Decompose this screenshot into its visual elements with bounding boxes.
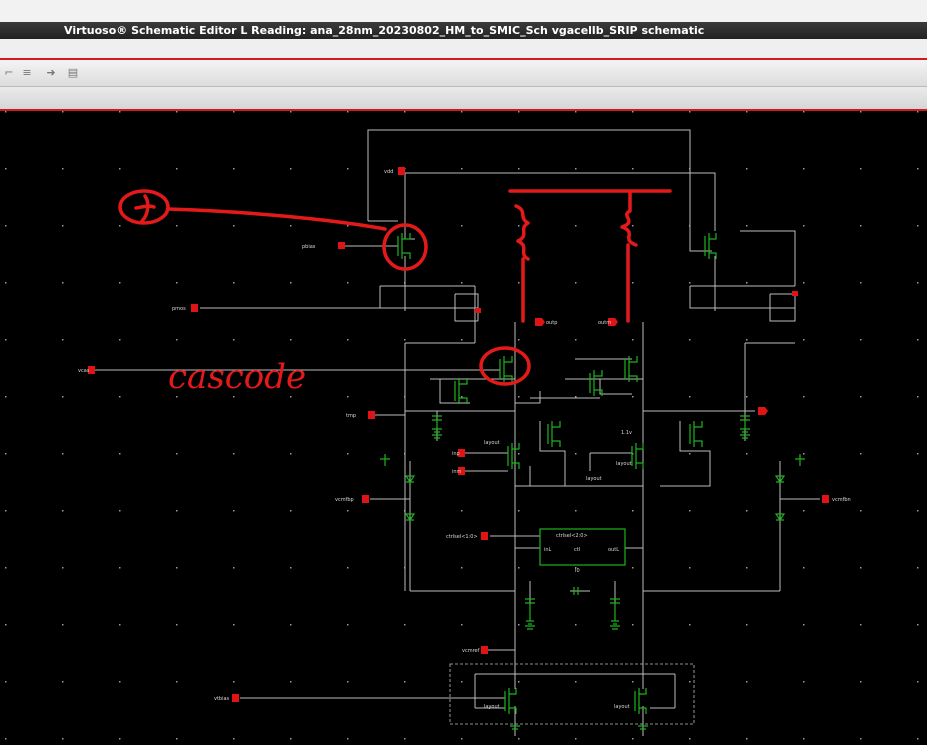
label-inm: inm (452, 469, 462, 475)
pmos-left-transistor (397, 233, 411, 259)
label-layout-2: layout (586, 476, 602, 482)
cascode-left-transistor (499, 356, 513, 382)
label-instance-name: I0 (575, 568, 580, 574)
wires (95, 129, 820, 736)
cmfb-right-transistor (689, 421, 703, 447)
label-ctrlsel: ctrlsel<1:0> (446, 534, 478, 540)
diode-left (404, 475, 416, 522)
file-icon[interactable]: ▤ (67, 66, 79, 79)
label-outp: outp (546, 320, 557, 326)
label-outm: outm (598, 320, 611, 326)
pin-vbias (481, 646, 488, 654)
pin-pmos (191, 304, 198, 312)
pin-vdd (398, 167, 405, 175)
pin-vcmfbp (362, 495, 369, 503)
aux-left-transistor (454, 378, 468, 404)
supply-left (380, 454, 390, 466)
label-pmos: pmos (172, 306, 186, 312)
supply-right (795, 454, 805, 466)
options-bar (0, 87, 927, 111)
diode-right (774, 475, 786, 522)
arrow-icon[interactable]: ➜ (46, 66, 56, 79)
cap-left (432, 415, 442, 433)
label-layout-3: layout (616, 461, 632, 467)
ground-cap-left (525, 625, 535, 630)
label-instance-ctl: ctl (574, 547, 580, 553)
grid-dots (0, 111, 927, 745)
label-vcmfbp: vcmfbp (335, 497, 354, 503)
label-instance-ctrl: ctrlsel<2:0> (556, 533, 588, 539)
annotation-cascode-text: cascode (168, 357, 306, 397)
label-vcmref: vcmref (462, 648, 480, 654)
pin-tmp (368, 411, 375, 419)
annotation-p-glyph (134, 194, 156, 223)
cap-bottom-left (525, 598, 535, 625)
pin-ctrlsel (481, 532, 488, 540)
input-left-transistor (507, 443, 520, 469)
toolbar: ⌐ ≡ ➜ ▤ (0, 60, 927, 87)
ground-bottom-right (638, 725, 648, 730)
schematic-labels: vdd pbias pmos vcas tmp inp inm outp out… (78, 169, 851, 710)
ground-cap-right-top (740, 434, 750, 439)
devices (380, 233, 805, 730)
pin-pbias (338, 242, 345, 249)
annotation-circle-p (118, 189, 170, 225)
tail-right-transistor (634, 688, 647, 714)
tail-left-transistor (504, 688, 517, 714)
pin-vtbias (232, 694, 239, 702)
label-vtbias: vtbias (214, 696, 230, 702)
stack-icon[interactable]: ≡ (22, 66, 32, 79)
ctrl-instance-box (539, 528, 626, 566)
ground-cap-right (610, 625, 620, 630)
pin-outp (535, 318, 545, 326)
label-pbias: pbias (302, 244, 316, 250)
label-instance-in: inL (544, 547, 552, 553)
label-layout-4: layout (484, 704, 500, 710)
pmos-right-transistor (704, 233, 717, 259)
label-vcmfbn: vcmfbn (832, 497, 851, 503)
cmfb-left-transistor (547, 421, 561, 447)
label-inp: inp (452, 451, 460, 457)
label-vcas: vcas (78, 368, 90, 374)
schematic-canvas[interactable]: vdd pbias pmos vcas tmp inp inm outp out… (0, 111, 927, 745)
cap-center (573, 587, 579, 595)
ground-cap-left-top (432, 434, 442, 439)
handwritten-annotations: cascode (118, 189, 672, 397)
bracket-icon[interactable]: ⌐ (4, 66, 14, 79)
window-title-bar: Virtuoso® Schematic Editor L Reading: an… (0, 22, 927, 39)
label-vdd: vdd (384, 169, 393, 175)
selection-box (449, 663, 695, 725)
annotation-leader-line (166, 207, 387, 231)
pin-tmp-right (758, 407, 768, 415)
pin-inp (458, 449, 465, 457)
aux-right-transistor (589, 370, 603, 396)
label-instance-out: outL (608, 547, 619, 553)
ground-bottom-left (510, 725, 520, 730)
pin-node-left (475, 308, 481, 313)
annotation-circle-pmos (382, 223, 428, 271)
cap-right (740, 415, 750, 433)
pin-vcmfbn (822, 495, 829, 503)
pin-inm (458, 467, 465, 475)
pins (88, 167, 829, 702)
label-tmp: tmp (346, 413, 356, 419)
annotation-resistor-left (514, 204, 530, 323)
desktop-top-strip (0, 0, 927, 22)
label-layout-5: layout (614, 704, 630, 710)
label-vdd-1v1: 1.1v (621, 430, 632, 436)
pin-outm (608, 318, 618, 326)
annotation-resistor-right (620, 191, 638, 323)
cascode-right-transistor (624, 356, 638, 382)
pin-vcas (88, 366, 95, 374)
cap-bottom-right (610, 598, 620, 625)
input-right-transistor (631, 443, 644, 469)
label-layout-1: layout (484, 440, 500, 446)
schematic-drawing: vdd pbias pmos vcas tmp inp inm outp out… (0, 111, 927, 745)
menu-bar (0, 39, 927, 60)
pin-node-right (792, 291, 798, 296)
annotation-circle-cascode (479, 346, 531, 386)
